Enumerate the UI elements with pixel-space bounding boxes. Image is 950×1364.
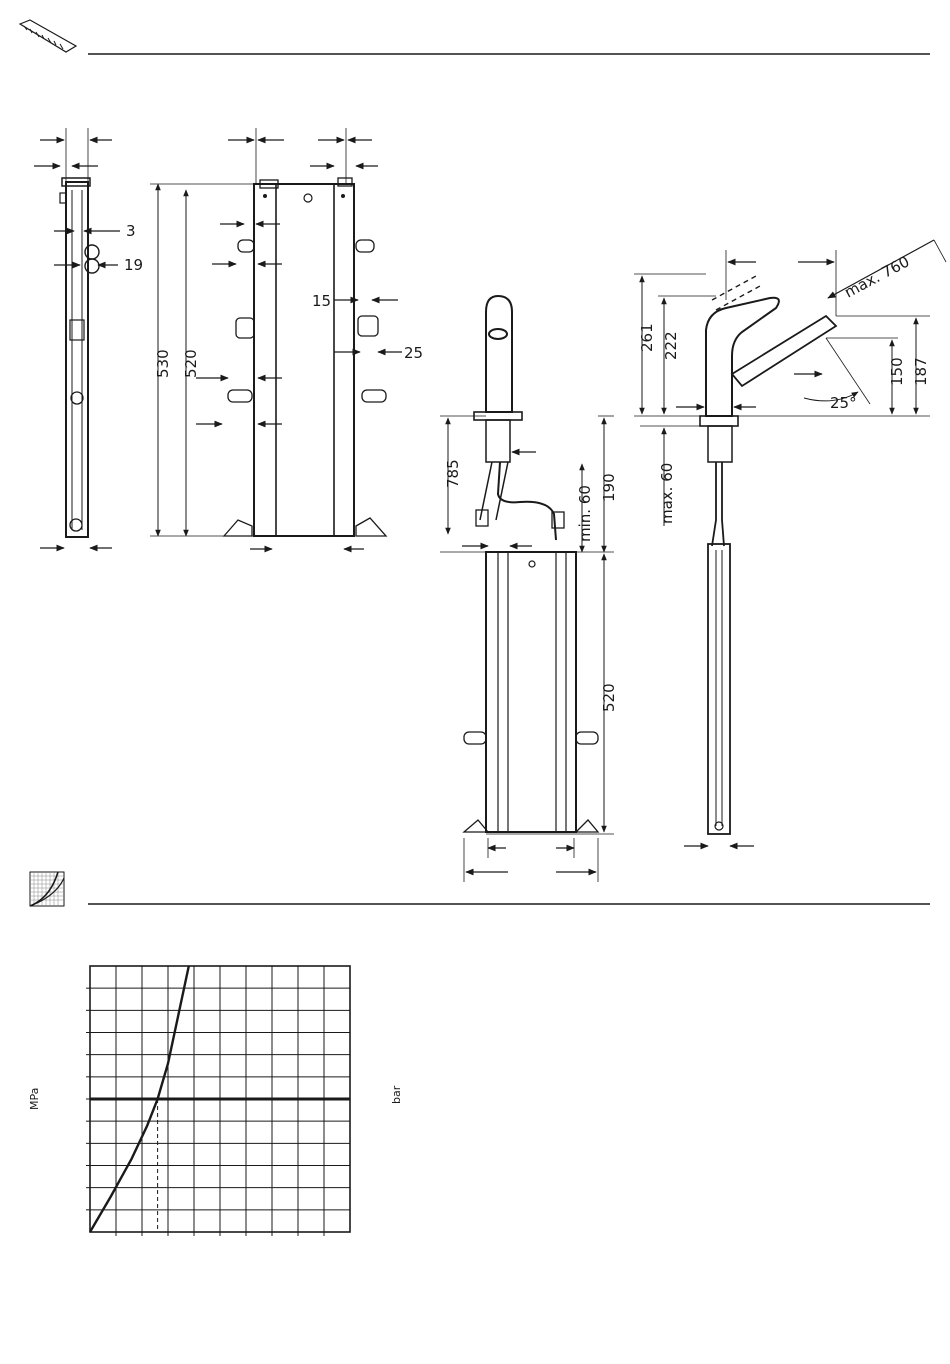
- faucet-side-view: [634, 240, 946, 846]
- faucet-assembly-front-view: [440, 296, 614, 882]
- wall-rail-side-view: [34, 128, 120, 548]
- dim-190: 190: [600, 473, 618, 502]
- dim-25-degrees: 25°: [830, 394, 857, 412]
- mounting-frame-front-view: [150, 128, 402, 549]
- flow-chart: [86, 966, 350, 1236]
- dim-222: 222: [662, 331, 680, 360]
- flow-chart-icon: [30, 872, 64, 906]
- dim-261: 261: [638, 323, 656, 352]
- chart-ticks: [86, 988, 324, 1236]
- dim-25: 25: [404, 344, 423, 362]
- dim-150: 150: [888, 357, 906, 386]
- dim-187: 187: [912, 357, 930, 386]
- dim-15: 15: [312, 292, 331, 310]
- dimensions-ruler-icon: [20, 20, 76, 52]
- dim-19: 19: [124, 256, 143, 274]
- dim-min-60: min. 60: [576, 485, 594, 542]
- dim-max-760: max. 760: [841, 252, 912, 301]
- y-axis-label-mpa: MPa: [28, 1088, 41, 1110]
- dim-3: 3: [126, 222, 136, 240]
- dim-max-60: max. 60: [658, 463, 676, 524]
- dim-785: 785: [444, 459, 462, 488]
- y-axis-label-bar: bar: [390, 1085, 403, 1104]
- dim-530: 530: [154, 349, 172, 378]
- dim-520: 520: [182, 349, 200, 378]
- dim-520-assembly: 520: [600, 683, 618, 712]
